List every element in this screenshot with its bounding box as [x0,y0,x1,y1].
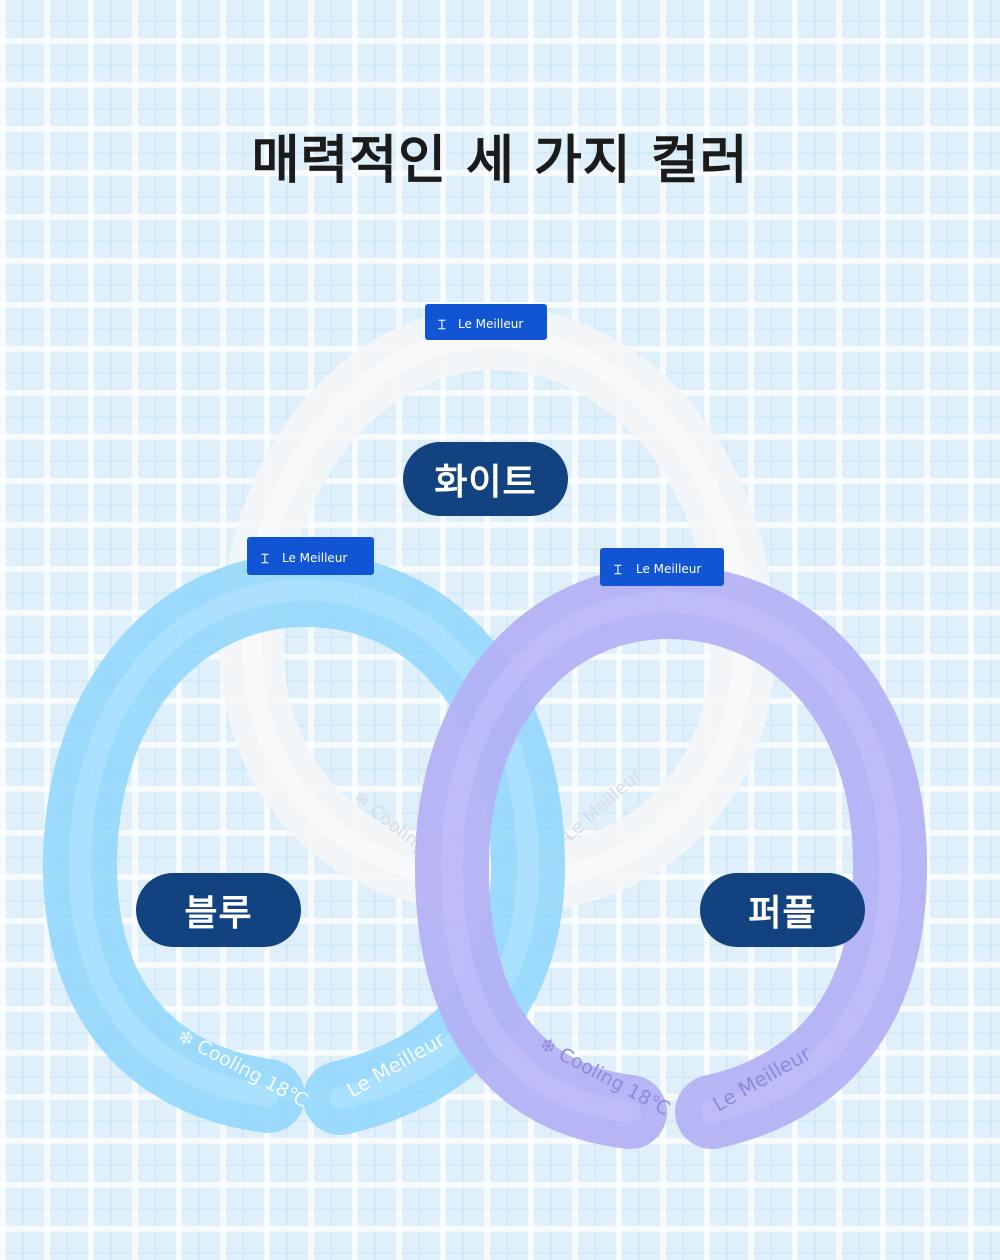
color-label-blue: 블루 [136,873,301,947]
color-label-white: 화이트 [403,442,568,516]
svg-text:⌶: ⌶ [261,552,269,567]
white-brand-tag: ⌶ Le Meilleur [425,304,547,340]
svg-text:⌶: ⌶ [614,563,622,578]
color-label-purple: 퍼플 [700,873,865,947]
svg-text:⌶: ⌶ [438,318,446,333]
purple-neck-cooler: ❄ Cooling 18℃ Le Meilleur ⌶ Le Meilleur [414,548,928,1149]
purple-tag-text: Le Meilleur [636,562,701,576]
white-tag-text: Le Meilleur [458,317,523,331]
purple-brand-tag: ⌶ Le Meilleur [600,548,724,586]
blue-tag-text: Le Meilleur [282,551,347,565]
page-title: 매력적인 세 가지 컬러 [251,131,749,191]
blue-brand-tag: ⌶ Le Meilleur [247,537,374,575]
